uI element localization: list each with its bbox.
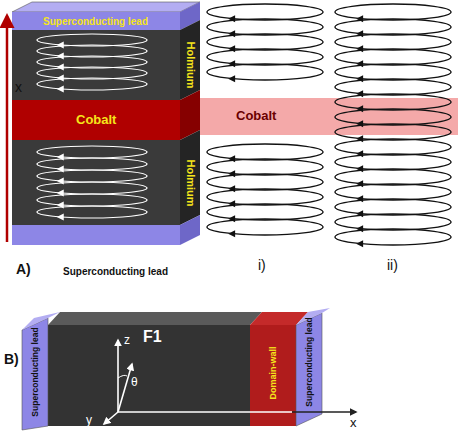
helix-arrow <box>228 230 235 237</box>
panel-label: i) <box>258 258 266 272</box>
domain-wall: Domain-wall <box>250 325 296 421</box>
node-label: Holmium <box>185 41 196 88</box>
node-label: Superconducting lead <box>31 327 40 416</box>
helix-turn <box>37 146 147 158</box>
helix-turn <box>207 144 323 160</box>
helix-turn <box>207 219 323 235</box>
helix-turn <box>37 45 147 57</box>
helix-turn <box>335 124 451 140</box>
junction-b <box>22 308 356 430</box>
helix-turn <box>207 189 323 205</box>
stack-a <box>7 2 200 245</box>
helix-turn <box>37 34 147 46</box>
cobalt-band: Cobalt <box>200 98 458 135</box>
helix-turn <box>207 174 323 190</box>
helix-arrow <box>228 75 235 82</box>
panel-label: ii) <box>387 258 398 272</box>
lead-slab: Superconducting lead <box>12 225 180 279</box>
helix-turn <box>37 67 147 79</box>
helix-turn <box>207 159 323 175</box>
helix-turn <box>37 56 147 68</box>
helix-arrow <box>57 42 64 49</box>
helix-turn <box>335 64 451 80</box>
axis-label: x <box>15 80 22 94</box>
holmium-layer: Holmium <box>12 140 200 225</box>
node-label: Superconducting lead <box>43 16 148 27</box>
helix-turn <box>335 214 451 230</box>
node-label: Superconducting lead <box>305 317 314 406</box>
helix-arrow <box>356 240 363 247</box>
helix-turn <box>37 170 147 182</box>
lead-slab: Superconducting lead <box>22 318 48 426</box>
holmium-layer: Holmium <box>12 30 200 100</box>
helix-turn <box>37 182 147 194</box>
node-label: Domain-wall <box>269 346 278 399</box>
helix-turn <box>335 154 451 170</box>
node-label: Holmium <box>185 159 196 206</box>
helix-turn <box>207 34 323 50</box>
helix-arrow <box>57 53 64 60</box>
helix-turn <box>335 229 451 245</box>
helix-turn <box>207 64 323 80</box>
label-holder: Superconducting lead <box>296 312 322 412</box>
node-label: Cobalt <box>76 113 116 127</box>
helix-turn <box>335 199 451 215</box>
helix-ii <box>335 4 451 247</box>
axis-label: y <box>86 414 92 426</box>
label-holder: Holmium <box>180 140 200 225</box>
helix-arrow <box>57 64 64 71</box>
node-label: Cobalt <box>236 109 276 123</box>
axis-label: z <box>124 334 130 346</box>
lead-slab: Superconducting lead <box>296 312 322 412</box>
lead-slab: Superconducting lead <box>12 12 180 30</box>
panel-label: B) <box>4 352 19 366</box>
helix-turn <box>37 78 147 90</box>
panel-label: A) <box>16 262 31 276</box>
helix-turn <box>37 206 147 218</box>
label-holder: Superconducting lead <box>22 318 48 426</box>
angle-label: θ <box>131 376 138 388</box>
helix-a <box>37 34 147 221</box>
helix-turn <box>335 49 451 65</box>
helix-arrow <box>57 75 64 82</box>
node-label: Superconducting lead <box>63 266 168 277</box>
helix-turn <box>335 169 451 185</box>
helix-turn <box>207 19 323 35</box>
axis-label: x <box>350 416 357 429</box>
helix-turn <box>335 4 451 20</box>
helix-turn <box>335 94 451 110</box>
helix-turn <box>37 158 147 170</box>
ferromagnet-box: F1 <box>48 325 250 426</box>
helix-turn <box>207 4 323 20</box>
helix-turn <box>335 184 451 200</box>
label-holder: Domain-wall <box>250 325 296 421</box>
node-label: F1 <box>143 328 162 346</box>
helix-turn <box>335 79 451 95</box>
helix-turn <box>37 194 147 206</box>
cobalt-layer: Cobalt <box>12 100 180 140</box>
helix-turn <box>335 139 451 155</box>
helix-turn <box>207 49 323 65</box>
helix-turn <box>207 204 323 220</box>
helix-arrow <box>57 214 64 221</box>
helix-turn <box>335 109 451 125</box>
helix-turn <box>335 34 451 50</box>
helix-arrow <box>57 86 64 93</box>
helix-turn <box>335 19 451 35</box>
helix-i <box>207 4 323 237</box>
label-holder: Holmium <box>180 30 200 100</box>
cobalt-band <box>200 98 458 135</box>
